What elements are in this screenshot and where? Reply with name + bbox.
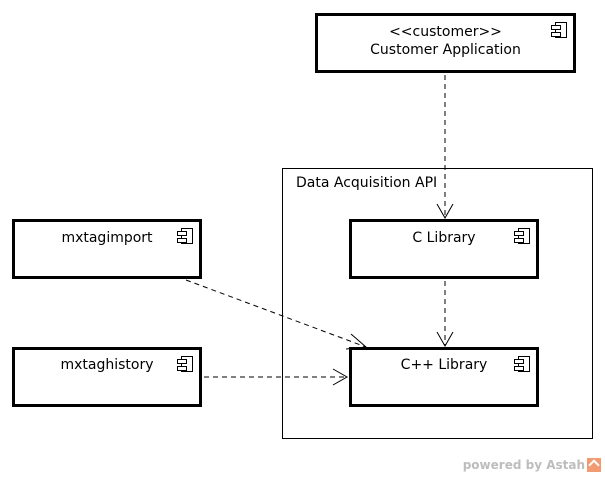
customer-application-component[interactable]: <<customer>> Customer Application bbox=[315, 13, 576, 73]
package-title: Data Acquisition API bbox=[296, 175, 438, 191]
astah-watermark: powered by Astah bbox=[463, 458, 601, 472]
mxtaghistory-name: mxtaghistory bbox=[60, 357, 154, 373]
component-icon bbox=[177, 356, 193, 372]
cpp-library-name: C++ Library bbox=[400, 357, 488, 373]
customer-stereotype: <<customer>> bbox=[389, 24, 502, 40]
footer-text: powered by Astah bbox=[462, 458, 585, 472]
customer-application-name: Customer Application bbox=[370, 42, 521, 58]
astah-logo-icon bbox=[587, 458, 601, 472]
c-library-component[interactable]: C Library bbox=[349, 219, 539, 279]
component-icon bbox=[177, 228, 193, 244]
mxtaghistory-component[interactable]: mxtaghistory bbox=[12, 347, 202, 407]
mxtagimport-name: mxtagimport bbox=[61, 230, 153, 246]
component-icon bbox=[514, 356, 530, 372]
cpp-library-component[interactable]: C++ Library bbox=[349, 347, 539, 407]
component-icon bbox=[551, 22, 567, 38]
c-library-name: C Library bbox=[412, 230, 476, 246]
mxtagimport-component[interactable]: mxtagimport bbox=[12, 219, 202, 279]
component-icon bbox=[514, 228, 530, 244]
